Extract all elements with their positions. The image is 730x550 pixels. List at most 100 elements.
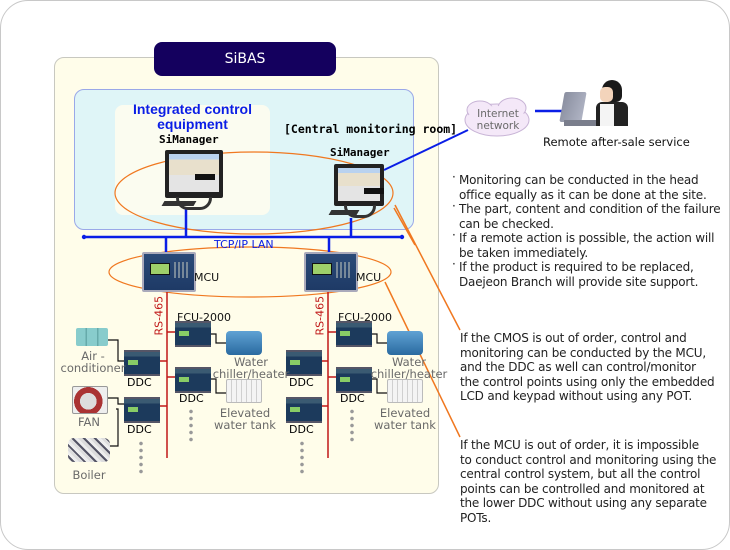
simanager-label-right: SiManager — [330, 146, 390, 159]
water-chiller-icon — [387, 331, 423, 355]
note-line: If the CMOS is out of order, control and — [460, 331, 687, 345]
fcu-device — [175, 321, 211, 347]
air-conditioner-label-line2: conditioner — [60, 361, 126, 375]
benefit-item: ·If the product is required to be replac… — [452, 257, 727, 289]
water-tank-label: Elevated water tank — [372, 407, 438, 431]
tank-label-line2: water tank — [374, 418, 436, 432]
mcu-device-right — [304, 252, 358, 292]
mcu-label-right: MCU — [356, 271, 382, 284]
mcu-device-left — [142, 252, 196, 292]
chiller-label-line2: chiller/heater — [370, 367, 448, 381]
callout-line-cmos — [394, 204, 461, 331]
tcp-ip-lan-label: TCP/IP LAN — [214, 238, 274, 251]
tank-label-line1: Elevated — [219, 406, 271, 420]
remote-operator-icon — [559, 80, 630, 132]
simanager-monitor-left — [165, 150, 223, 198]
air-conditioner-label: Air - conditioner — [58, 350, 128, 374]
benefit-line: The part, content and condition of the f… — [459, 202, 721, 216]
internet-cloud-icon — [464, 97, 530, 137]
integrated-control-title: Integrated control equipment — [115, 102, 270, 132]
fcu-label-right: FCU-2000 — [338, 311, 393, 324]
fan-icon — [72, 386, 108, 414]
ddc-label: DDC — [289, 423, 314, 436]
cmos-failure-note: If the CMOS is out of order, control and… — [460, 331, 730, 404]
air-conditioner-icon — [76, 328, 108, 346]
more-devices-dots — [189, 408, 193, 444]
sibas-title-badge: SiBAS — [154, 42, 336, 76]
ddc-label: DDC — [179, 392, 204, 405]
note-line: and the DDC as well can control/monitor — [460, 360, 696, 374]
callout-line-top — [393, 207, 416, 246]
central-monitoring-title: [Central monitoring room] — [284, 122, 458, 136]
water-chiller-label: Water chiller/heater — [370, 356, 448, 380]
note-line: If the MCU is out of order, it is imposs… — [460, 438, 699, 452]
note-line: LCD and keypad without using any POT. — [460, 389, 692, 403]
tank-label-line2: water tank — [214, 418, 276, 432]
benefit-line: be taken immediately. — [459, 245, 589, 260]
laptop-icon — [559, 92, 587, 122]
benefit-line: If a remote action is possible, the acti… — [459, 231, 715, 245]
note-line: to conduct control and monitoring using … — [460, 452, 717, 467]
integrated-title-line2: equipment — [157, 116, 228, 132]
internet-label-line1: Internet — [477, 108, 519, 120]
keyboard-icon — [328, 210, 360, 215]
benefit-item: ·If a remote action is possible, the act… — [452, 228, 727, 260]
benefit-item: ·Monitoring can be conducted in the head… — [452, 170, 727, 202]
fcu-label-left: FCU-2000 — [177, 311, 232, 324]
more-devices-dots — [300, 440, 304, 476]
chiller-label-line2: chiller/heater — [212, 367, 290, 381]
water-chiller-icon — [226, 331, 262, 355]
ddc-device — [336, 367, 372, 393]
benefit-line: office equally as it can be done at the … — [459, 187, 707, 202]
chiller-label-line1: Water — [392, 355, 426, 369]
keyboard-icon — [161, 201, 197, 206]
fcu-device — [336, 321, 372, 347]
internet-label-line2: network — [476, 120, 520, 132]
tank-label-line1: Elevated — [379, 406, 431, 420]
callout-line-mcu — [384, 281, 461, 438]
benefit-item: ·The part, content and condition of the … — [452, 199, 727, 231]
ddc-device — [286, 397, 322, 423]
air-conditioner-label-line1: Air - — [81, 349, 105, 363]
remote-benefits-list: ·Monitoring can be conducted in the head… — [452, 170, 727, 289]
chiller-label-line1: Water — [234, 355, 268, 369]
boiler-icon — [68, 438, 110, 462]
benefit-line: Daejeon Branch will provide site support… — [459, 274, 699, 289]
simanager-label-left: SiManager — [159, 133, 219, 146]
ddc-device — [124, 397, 160, 423]
mcu-failure-note: If the MCU is out of order, it is imposs… — [460, 438, 730, 525]
water-chiller-label: Water chiller/heater — [212, 356, 290, 380]
water-tank-label: Elevated water tank — [212, 407, 278, 431]
boiler-label: Boiler — [72, 468, 106, 482]
mcu-ellipse — [108, 246, 392, 298]
ddc-device — [175, 367, 211, 393]
internet-link-line — [383, 129, 469, 171]
internet-network-label: Internet network — [476, 108, 520, 132]
benefit-line: can be checked. — [459, 216, 554, 231]
monitoring-ellipse — [114, 151, 394, 235]
note-line: points can be controlled and monitored a… — [460, 481, 705, 496]
more-devices-dots — [139, 440, 143, 476]
ddc-device — [286, 350, 322, 376]
note-line: the control points using only the embedd… — [460, 374, 715, 389]
rs465-label-right: RS-465 — [313, 295, 327, 336]
remote-service-label: Remote after-sale service — [543, 135, 690, 149]
benefit-line: If the product is required to be replace… — [459, 260, 694, 274]
rs465-label-left: RS-465 — [152, 295, 166, 336]
simanager-monitor-right — [334, 164, 384, 206]
more-devices-dots — [350, 408, 354, 444]
water-tank-icon — [226, 379, 262, 403]
ddc-label: DDC — [127, 376, 152, 389]
note-line: POTs. — [460, 510, 492, 525]
water-tank-icon — [387, 379, 423, 403]
note-line: central control system, but all the cont… — [460, 467, 701, 481]
ddc-device — [124, 350, 160, 376]
integrated-title-line1: Integrated control — [132, 101, 252, 117]
ddc-label: DDC — [127, 423, 152, 436]
benefit-line: Monitoring can be conducted in the head — [459, 173, 699, 187]
note-line: the lower DDC without using any separate — [460, 496, 707, 510]
ddc-label: DDC — [340, 392, 365, 405]
mcu-label-left: MCU — [194, 271, 220, 284]
fan-label: FAN — [77, 415, 101, 429]
